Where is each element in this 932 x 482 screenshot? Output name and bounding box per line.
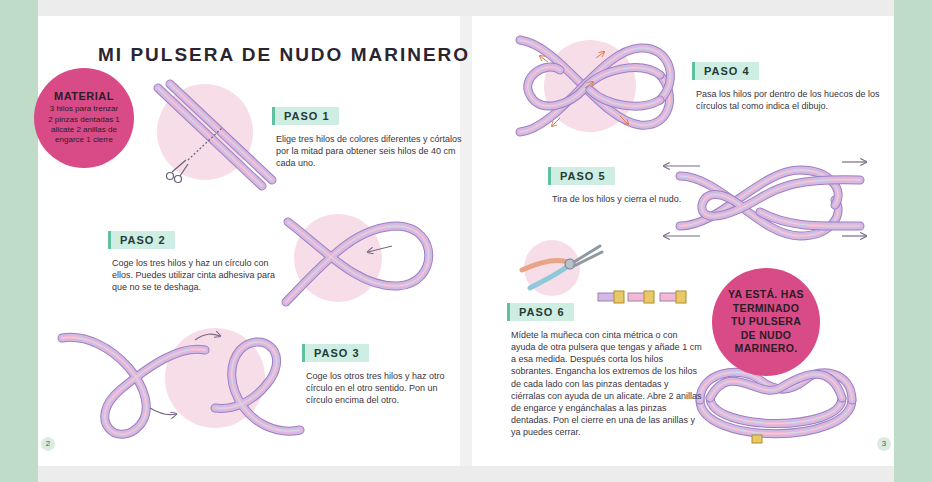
clamps	[598, 291, 686, 303]
cord	[62, 337, 205, 434]
cord-stripe	[760, 212, 860, 226]
cord	[710, 398, 842, 424]
step-text: Coge los otros tres hilos y haz otro cír…	[306, 370, 457, 406]
cord	[158, 88, 262, 186]
cord-stripe	[710, 398, 842, 424]
cord-stripe	[215, 342, 300, 431]
step-block: PASO 1 Elige tres hilos de colores difere…	[272, 106, 462, 169]
cord-stripe	[170, 84, 272, 180]
cord	[215, 342, 300, 431]
page-title: MI PULSERA DE NUDO MARINERO	[98, 44, 470, 66]
arrows	[150, 162, 866, 415]
clamp	[614, 291, 624, 303]
cord	[158, 88, 262, 186]
material-list: 3 hilos para trenzar 2 pinzas dentadas 1…	[48, 104, 120, 146]
cord	[286, 222, 429, 302]
cord-stripe	[62, 337, 205, 434]
cord	[528, 67, 660, 106]
cord	[760, 212, 860, 226]
cord	[590, 90, 660, 106]
cord	[702, 180, 860, 216]
cord-stripe	[700, 372, 852, 400]
step-tag: PASO 4	[692, 62, 759, 80]
step-tag: PASO 1	[272, 107, 339, 125]
step-tag: PASO 6	[507, 303, 574, 321]
cord	[520, 40, 670, 125]
cord	[700, 372, 852, 400]
cord	[520, 48, 670, 132]
thread-arrows	[540, 52, 628, 126]
cord-stripe	[760, 212, 860, 226]
step-block: PASO 2 Coge los tres hilos y haz un círcu…	[108, 230, 286, 293]
cord	[170, 84, 272, 180]
step-text: Tira de los hilos y cierra el nudo.	[552, 193, 698, 205]
cord	[760, 212, 860, 226]
clamp	[644, 291, 654, 303]
cord-stripe	[286, 222, 429, 302]
cord-stripe	[158, 88, 262, 186]
cord-stripe	[520, 48, 670, 132]
done-message: YA ESTÁ. HAS TERMINADO TU PULSERA DE NUD…	[726, 288, 806, 356]
cord-stripe	[286, 222, 429, 302]
side-band	[894, 0, 932, 482]
step-tag: PASO 3	[302, 344, 369, 362]
fold	[460, 16, 472, 466]
cord	[286, 222, 429, 302]
cord-stripe	[590, 90, 660, 106]
cord	[520, 48, 670, 132]
cord-stripe	[528, 67, 660, 106]
cord-stripe	[702, 180, 860, 216]
material-heading: MATERIAL	[54, 90, 114, 102]
cord	[710, 374, 842, 398]
cord	[710, 398, 842, 424]
cord-stripe	[62, 337, 205, 434]
step-block: PASO 6 Mídete la muñeca con cinta métrica…	[507, 302, 703, 438]
step-text: Pasa los hilos por dentro de los huecos …	[696, 88, 882, 112]
page-number: 3	[877, 437, 891, 451]
scissors	[167, 128, 223, 183]
pink-circle: MATERIAL 3 hilos para trenzar 2 pinzas de…	[34, 68, 134, 168]
side-band	[0, 0, 38, 482]
cord-stripe	[702, 180, 860, 216]
cord	[528, 67, 660, 106]
cord-stripe	[520, 40, 670, 125]
step-tag: PASO 5	[548, 167, 615, 185]
cord	[62, 337, 205, 434]
step-text: Coge los tres hilos y haz un círculo con…	[112, 257, 286, 293]
step-tag: PASO 2	[108, 231, 175, 249]
step-block: PASO 3 Coge los otros tres hilos y haz ot…	[302, 343, 457, 406]
cord-stripe	[170, 84, 272, 180]
cord	[170, 84, 272, 180]
cord-stripe	[528, 67, 660, 106]
page-dot	[877, 437, 891, 451]
step-text: Mídete la muñeca con cinta métrica o con…	[511, 329, 703, 438]
clasp	[752, 435, 762, 443]
page-dot	[41, 437, 55, 451]
step-block: PASO 4 Pasa los hilos por dentro de los h…	[692, 61, 882, 112]
cord-stripe	[590, 90, 660, 106]
cord	[702, 180, 860, 216]
cord-stripe	[700, 372, 852, 400]
cord	[700, 372, 852, 400]
cord-stripe	[158, 88, 262, 186]
cord	[215, 342, 300, 431]
cord-stripe	[710, 374, 842, 398]
cord-stripe	[710, 398, 842, 424]
pink-circle: YA ESTÁ. HAS TERMINADO TU PULSERA DE NUD…	[712, 268, 820, 376]
cord-stripe	[520, 48, 670, 132]
step-block: PASO 5 Tira de los hilos y cierra el nudo…	[548, 166, 698, 205]
pliers	[522, 246, 602, 288]
cord-stripe	[710, 374, 842, 398]
cord-stripe	[215, 342, 300, 431]
cord-stripe	[520, 40, 670, 125]
right-page	[466, 16, 894, 466]
clamp	[676, 291, 686, 303]
page-number: 2	[41, 437, 55, 451]
cord	[520, 40, 670, 125]
cord	[710, 374, 842, 398]
step-text: Elige tres hilos de colores diferentes y…	[276, 133, 462, 169]
cord	[590, 90, 660, 106]
